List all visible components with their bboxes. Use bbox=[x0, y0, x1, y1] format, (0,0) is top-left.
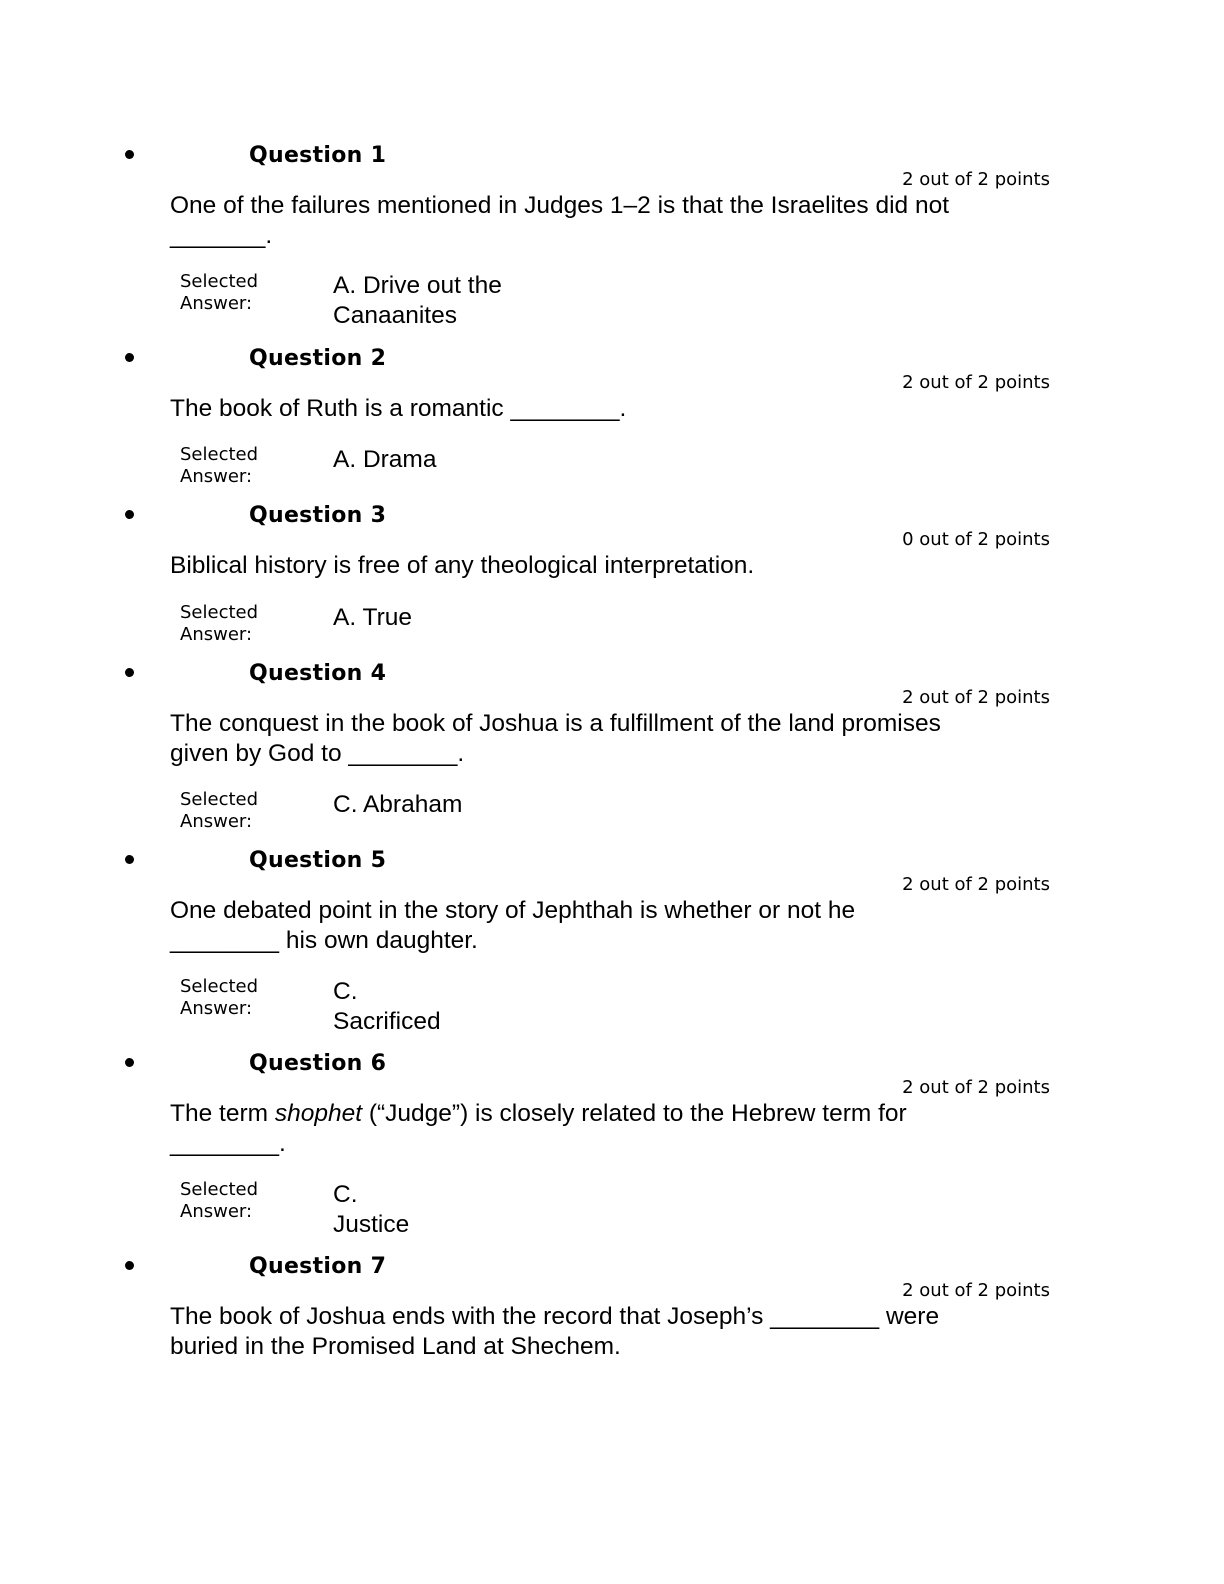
question-text: The conquest in the book of Joshua is a … bbox=[170, 710, 941, 767]
selected-answer-value: A. Drama bbox=[333, 446, 437, 473]
selected-answer-label: Selected Answer: bbox=[180, 271, 259, 314]
selected-answer-value: C. Abraham bbox=[333, 791, 463, 818]
bullet-icon bbox=[125, 353, 134, 362]
selected-answer-value: A. True bbox=[333, 604, 412, 631]
question-title: Question 7 bbox=[249, 1254, 387, 1279]
bullet-icon bbox=[125, 510, 134, 519]
question-title: Question 5 bbox=[249, 848, 387, 873]
question-text: The book of Ruth is a romantic ________. bbox=[170, 395, 627, 422]
question-title: Question 1 bbox=[249, 143, 387, 168]
selected-answer-label: Selected Answer: bbox=[180, 789, 259, 832]
question-points: 2 out of 2 points bbox=[902, 687, 1050, 708]
question-text: One of the failures mentioned in Judges … bbox=[170, 192, 950, 249]
question-points: 2 out of 2 points bbox=[902, 169, 1050, 190]
question-title: Question 3 bbox=[249, 503, 387, 528]
selected-answer-value: C. Justice bbox=[333, 1181, 410, 1238]
question-points: 2 out of 2 points bbox=[902, 874, 1050, 895]
bullet-icon bbox=[125, 1058, 134, 1067]
bullet-icon bbox=[125, 1261, 134, 1270]
question-text: One debated point in the story of Jephth… bbox=[170, 897, 856, 954]
bullet-icon bbox=[125, 150, 134, 159]
selected-answer-label: Selected Answer: bbox=[180, 976, 259, 1019]
question-points: 0 out of 2 points bbox=[902, 529, 1050, 550]
question-title: Question 2 bbox=[249, 346, 387, 371]
selected-answer-label: Selected Answer: bbox=[180, 602, 259, 645]
selected-answer-value: A. Drive out the Canaanites bbox=[333, 272, 502, 329]
question-title: Question 4 bbox=[249, 661, 387, 686]
selected-answer-value: C. Sacrificed bbox=[333, 978, 441, 1035]
question-points: 2 out of 2 points bbox=[902, 372, 1050, 393]
bullet-icon bbox=[125, 855, 134, 864]
question-points: 2 out of 2 points bbox=[902, 1077, 1050, 1098]
question-text-start: The term bbox=[170, 1100, 275, 1127]
bullet-icon bbox=[125, 668, 134, 677]
selected-answer-label: Selected Answer: bbox=[180, 444, 259, 487]
question-points: 2 out of 2 points bbox=[902, 1280, 1050, 1301]
question-text: Biblical history is free of any theologi… bbox=[170, 552, 755, 579]
selected-answer-label: Selected Answer: bbox=[180, 1179, 259, 1222]
question-title: Question 6 bbox=[249, 1051, 387, 1076]
question-text-end: (“Judge”) is closely related to the Hebr… bbox=[170, 1100, 907, 1157]
question-text-term: shophet bbox=[274, 1100, 363, 1127]
question-text: The book of Joshua ends with the record … bbox=[170, 1303, 940, 1360]
question-text: The term shophet (“Judge”) is closely re… bbox=[170, 1099, 960, 1159]
